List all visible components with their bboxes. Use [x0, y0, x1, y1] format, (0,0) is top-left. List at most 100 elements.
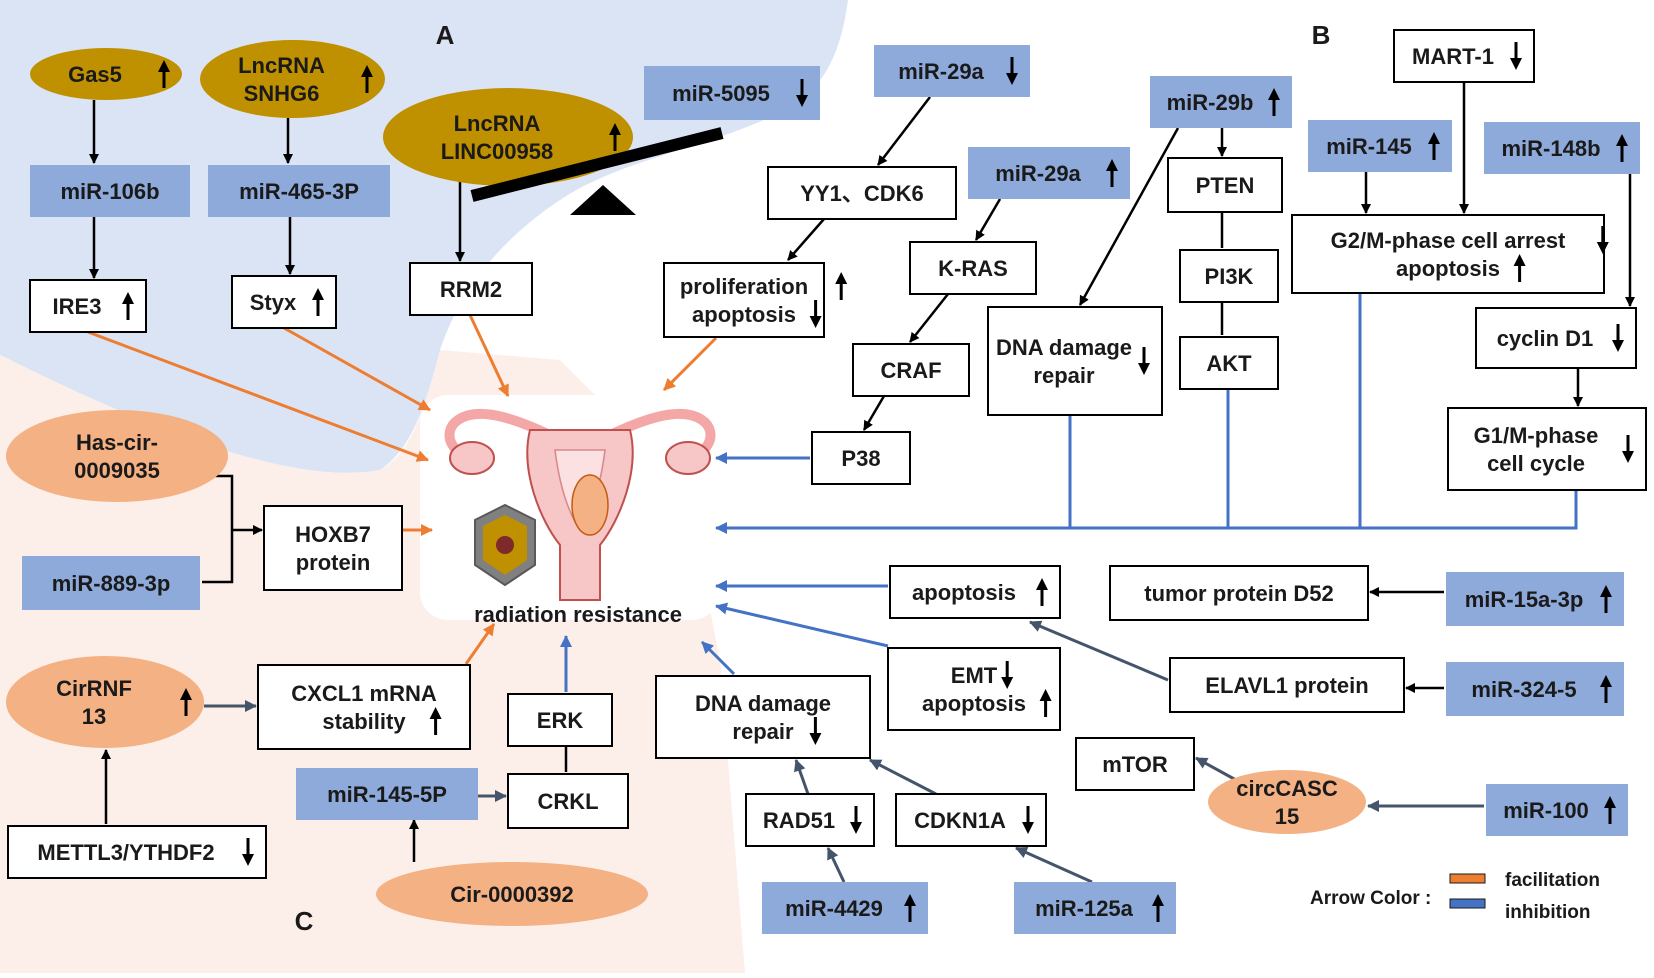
node-label-line: 13: [82, 704, 106, 729]
up-arrow-icon: [122, 292, 134, 320]
node-label-line: Gas5: [68, 62, 122, 87]
up-arrow-icon: [1428, 132, 1440, 160]
node-shape: [200, 40, 385, 118]
edge-dark: [869, 758, 937, 796]
node-label-line: proliferation: [680, 274, 808, 299]
node-prolif: proliferation apoptosis: [663, 262, 848, 338]
node-shape: [1484, 122, 1640, 174]
node-label-line: ERK: [537, 708, 584, 733]
node-shape: [22, 556, 200, 610]
node-mir29a_2: miR-29a: [968, 147, 1130, 199]
node-shape: [762, 882, 928, 934]
node-label-line: SNHG6: [244, 81, 320, 106]
node-cir0000392: Cir-0000392: [376, 862, 648, 926]
node-shape: [257, 664, 471, 750]
up-arrow-icon: [429, 707, 442, 735]
edges-layer: [87, 82, 1635, 884]
node-mir324: miR-324-5: [1446, 662, 1624, 716]
edge-facilitation: [464, 623, 496, 665]
node-label-line: YY1、CDK6: [800, 181, 923, 206]
node-label-line: G1/M-phase: [1474, 423, 1599, 448]
node-label-line: miR-106b: [60, 179, 159, 204]
node-shape: [874, 45, 1030, 97]
node-shape: [655, 675, 871, 759]
node-shape: [376, 862, 648, 926]
node-mir889: miR-889-3p: [22, 556, 200, 610]
node-shape: [409, 262, 533, 316]
up-arrow-icon: [1600, 675, 1612, 703]
node-shape: [1393, 29, 1535, 83]
node-label-line: stability: [322, 709, 406, 734]
node-label-line: miR-465-3P: [239, 179, 359, 204]
node-label-line: apoptosis: [692, 302, 796, 327]
node-mir145_5p: miR-145-5P: [296, 768, 478, 820]
legend-swatch-facilitation: [1449, 873, 1486, 884]
node-shape: [1447, 407, 1647, 491]
node-shape: [1446, 662, 1624, 716]
node-label-line: apoptosis: [912, 580, 1016, 605]
node-label-line: Cir-0000392: [450, 882, 574, 907]
down-arrow-icon: [809, 300, 822, 328]
edge-inhibition: [700, 640, 736, 676]
down-arrow-icon: [1138, 347, 1150, 375]
down-arrow-icon: [1622, 435, 1634, 463]
node-mir125a: miR-125a: [1014, 882, 1176, 934]
node-shape: [383, 88, 633, 186]
node-rad51: RAD51: [745, 793, 875, 847]
node-label-line: ELAVL1 protein: [1205, 673, 1368, 698]
node-mir4429: miR-4429: [762, 882, 928, 934]
node-shape: [663, 262, 825, 338]
edge: [974, 198, 1002, 241]
node-shape: [30, 165, 190, 217]
edge-inhibition: [715, 602, 889, 648]
down-arrow-icon: [1022, 806, 1034, 834]
node-label-line: miR-324-5: [1471, 677, 1576, 702]
node-shape: [1179, 249, 1279, 303]
node-label-line: mTOR: [1102, 752, 1168, 777]
node-shape: [1109, 565, 1369, 621]
node-label-line: repair: [1033, 363, 1095, 388]
node-label-line: miR-889-3p: [52, 571, 171, 596]
node-label-line: protein: [296, 550, 371, 575]
node-label-line: miR-29b: [1167, 90, 1254, 115]
edge-facilitation: [87, 330, 429, 462]
up-arrow-icon: [1268, 88, 1280, 116]
node-tpd52: tumor protein D52: [1109, 565, 1369, 621]
node-label-line: PTEN: [1196, 173, 1255, 198]
seesaw-icon: [470, 127, 724, 215]
node-kras: K-RAS: [909, 241, 1037, 295]
uterus-illustration: [444, 408, 716, 601]
node-shape: [968, 147, 1130, 199]
node-label-line: cyclin D1: [1497, 326, 1594, 351]
node-label-line: miR-29a: [995, 161, 1081, 186]
node-shape: [1208, 770, 1366, 834]
node-shape: [852, 343, 970, 397]
up-arrow-icon: [1513, 254, 1526, 282]
node-label-line: METTL3/YTHDF2: [37, 840, 214, 865]
node-shape: [811, 431, 911, 485]
node-label-line: miR-100: [1503, 798, 1589, 823]
node-label-line: tumor protein D52: [1144, 581, 1333, 606]
node-craf: CRAF: [852, 343, 970, 397]
node-label-line: DNA damage: [695, 691, 831, 716]
node-label-line: EMT: [951, 663, 998, 688]
up-arrow-icon: [1152, 894, 1164, 922]
up-arrow-icon: [1106, 159, 1118, 187]
node-label-line: LINC00958: [441, 139, 554, 164]
node-mir29b: miR-29b: [1150, 76, 1292, 128]
node-shape: [1446, 572, 1624, 626]
node-shape: [745, 793, 875, 847]
legend-label-facilitation: facilitation: [1505, 870, 1600, 891]
node-label-line: CRKL: [537, 789, 598, 814]
section-label-a: A: [436, 20, 455, 50]
